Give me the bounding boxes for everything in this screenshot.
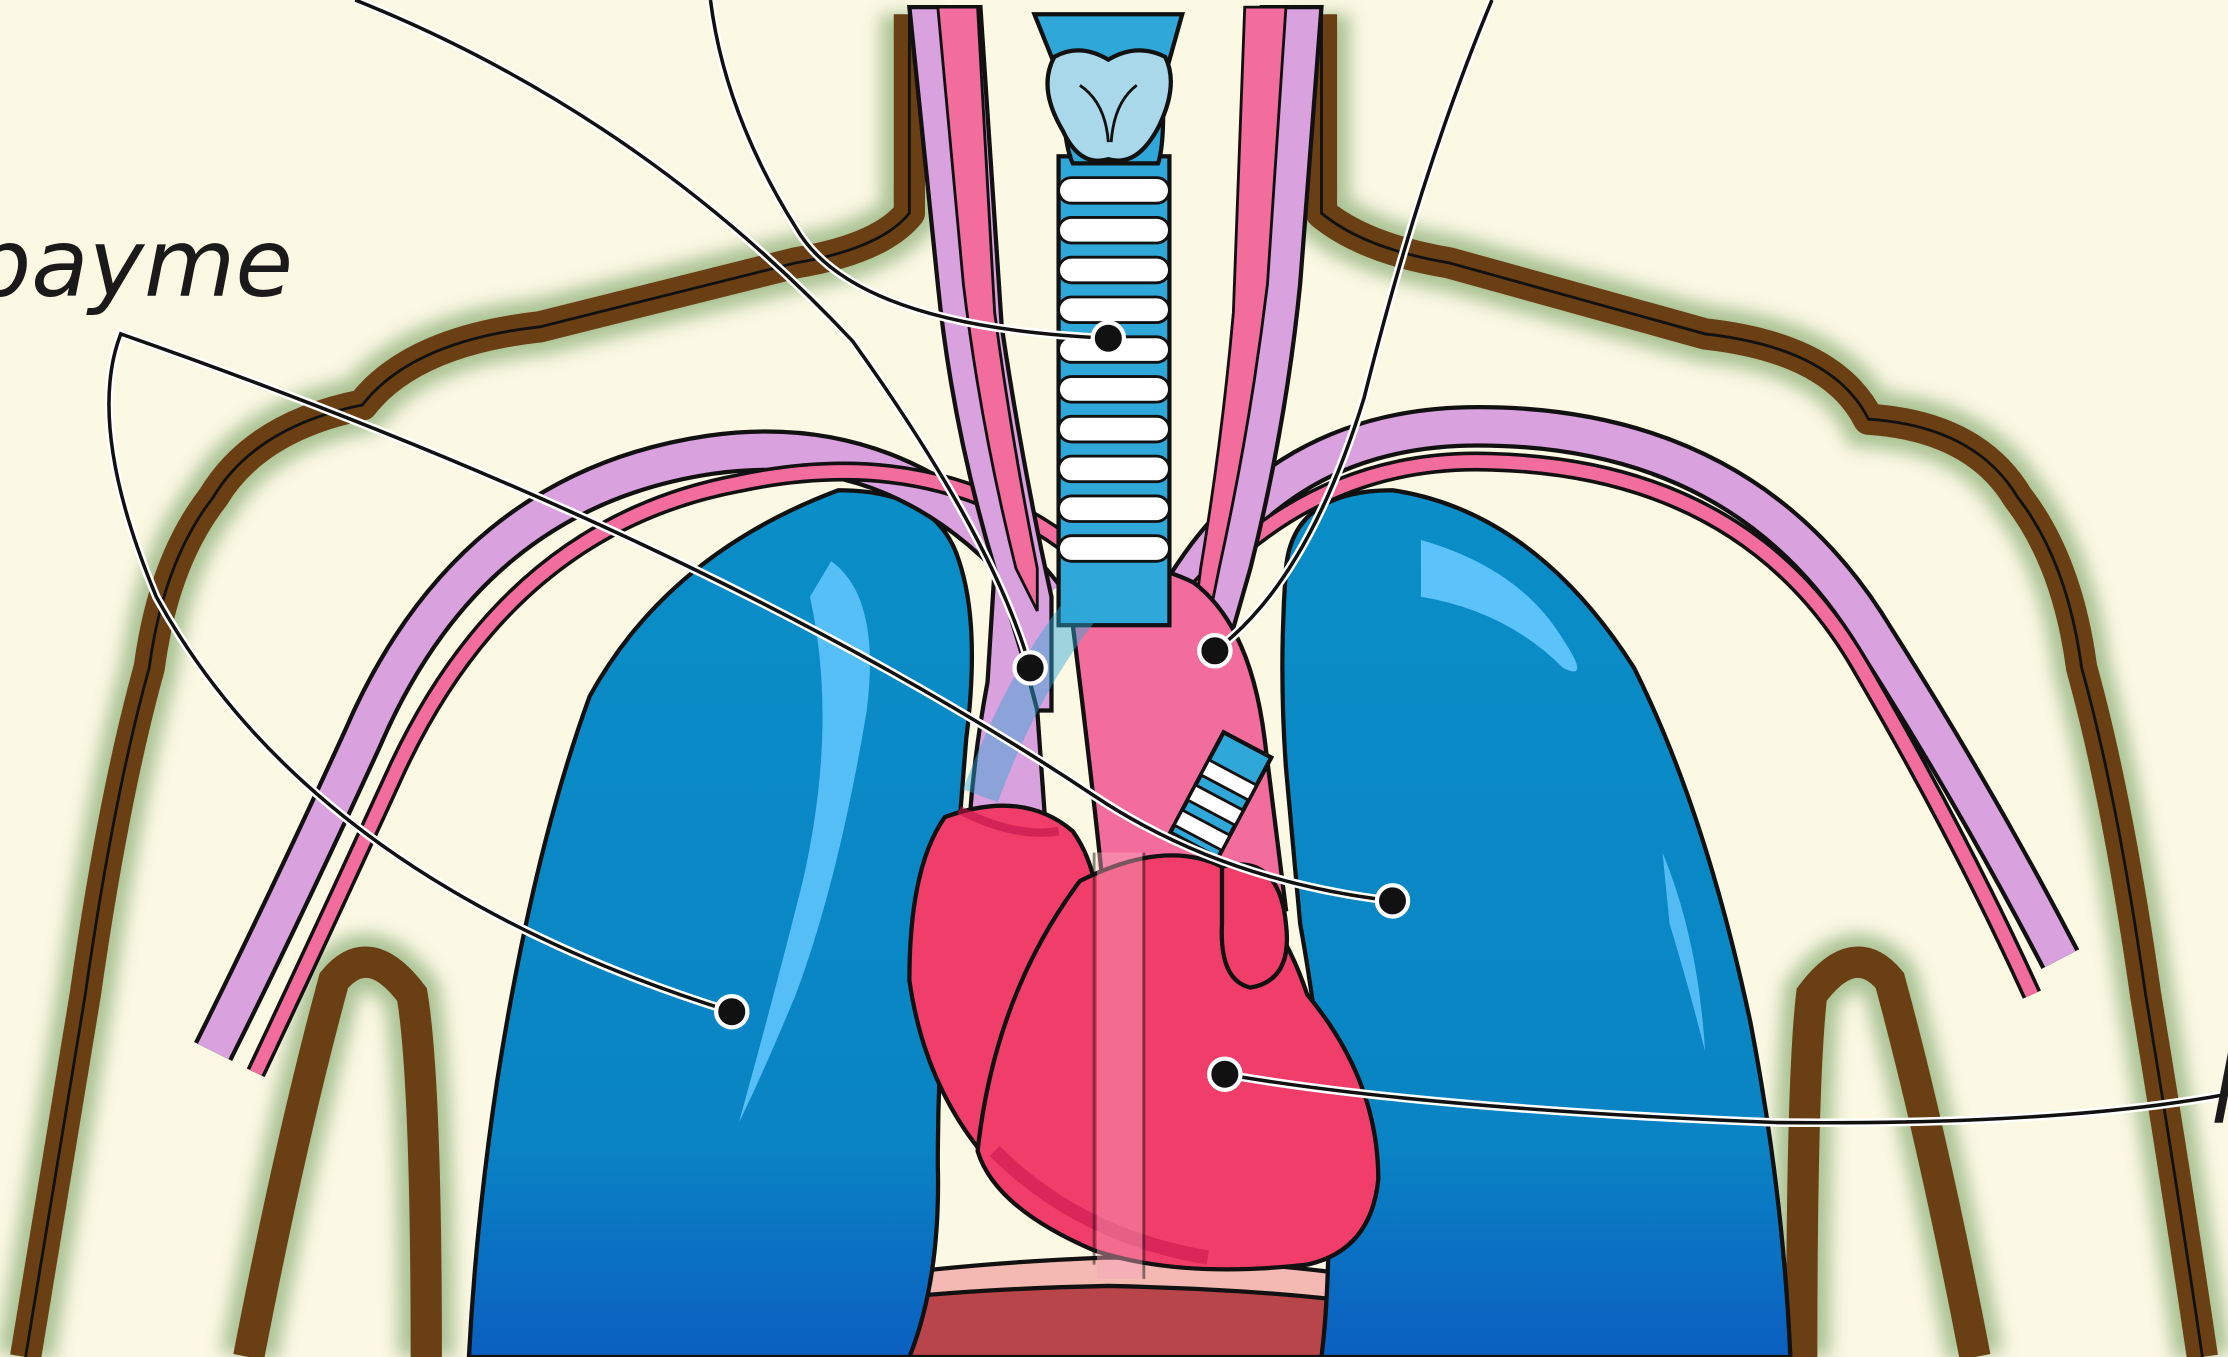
larynx <box>1034 14 1182 163</box>
pointer-dot-vena-cava <box>1015 652 1046 683</box>
left-lung <box>469 490 972 1357</box>
pointer-dot-trachea <box>1093 323 1124 354</box>
label-lungs: payme <box>0 210 293 319</box>
pointer-dot-heart <box>1209 1059 1240 1090</box>
pointer-dot-left-lung <box>716 996 747 1027</box>
pointer-dot-right-lung <box>1377 885 1408 916</box>
pointer-dot-aorta <box>1199 635 1230 666</box>
label-heart: l <box>2211 1037 2228 1146</box>
